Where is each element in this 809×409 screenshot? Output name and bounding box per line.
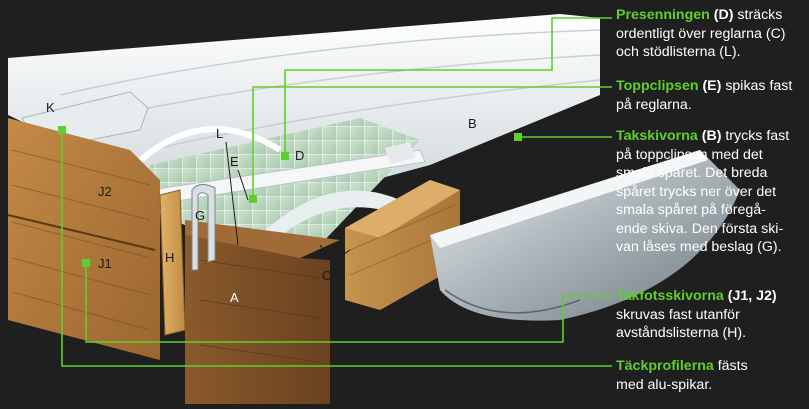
callout-code: (E) — [702, 78, 722, 94]
callout-line: med alu-spikar. — [616, 376, 713, 393]
callout-line: på toppclipsen med det — [616, 146, 763, 163]
batten-c-top — [345, 180, 460, 238]
wood-grain-j — [11, 149, 151, 331]
label-j1: J1 — [98, 256, 112, 271]
callout-toppclipsen: Toppclipsen (E) spikas fast på reglarna. — [616, 77, 806, 114]
callout-line: smala spåret på föregå- — [616, 202, 766, 218]
spacer-lath-h — [159, 189, 186, 336]
bracket-g — [191, 184, 216, 271]
fascia-split — [7, 214, 156, 251]
callout-line: på reglarna. — [616, 96, 692, 113]
callout-line: avståndslisterna (H). — [616, 325, 747, 341]
callout-presenningen: Presenningen (D) sträcks ordentligt över… — [616, 6, 806, 62]
leader-lines — [61, 17, 612, 367]
callout-line: fästs — [713, 358, 748, 374]
callout-line: ende skiva. Den första ski- — [616, 220, 784, 237]
label-b: B — [468, 116, 477, 131]
clip-end — [385, 142, 415, 164]
callout-code: (B) — [701, 128, 722, 144]
callout-tackprofilerna: Täckprofilerna fästs med alu-spikar. — [616, 357, 806, 394]
fascia-board-j — [8, 118, 160, 360]
callout-takskivorna: Takskivorna (B) trycks fast på toppclips… — [616, 127, 806, 257]
label-c: C — [322, 268, 331, 283]
label-d: D — [295, 148, 304, 163]
wood-grain-a — [199, 259, 321, 363]
sheet-arch-2 — [260, 190, 400, 245]
rafter-a-top — [185, 220, 340, 258]
callout-line: van låses med beslag (G). — [616, 239, 782, 255]
label-h: H — [165, 250, 174, 265]
label-e: E — [230, 154, 239, 169]
label-a: A — [230, 290, 239, 305]
callout-line: spåret trycks ner över det — [616, 183, 777, 200]
label-j2: J2 — [98, 184, 112, 199]
callout-title: Takskivorna — [616, 128, 698, 144]
label-l: L — [216, 126, 223, 141]
callout-title: Toppclipsen — [616, 78, 699, 94]
gutter-rim — [430, 150, 708, 248]
label-k: K — [46, 100, 55, 115]
gutter — [430, 150, 740, 321]
callout-title: Takfotsskivorna — [616, 288, 724, 304]
leader-dots — [58, 126, 522, 267]
callout-title: Täckprofilerna — [616, 358, 714, 374]
callout-line: trycks fast — [721, 128, 790, 144]
callout-line: ordentligt över reglarna (C) — [616, 25, 786, 42]
callout-line: spikas fast — [721, 78, 793, 94]
gutter-edge — [444, 289, 581, 314]
callout-line: och stödlisterna (L). — [616, 44, 741, 60]
callout-code: (J1, J2) — [727, 288, 777, 304]
callout-line: smala spåret. Det breda — [616, 165, 768, 181]
callout-title: Presenningen — [616, 7, 710, 23]
rafter-a — [185, 235, 330, 404]
callout-line: sträcks — [733, 7, 783, 23]
callout-takfotsskivorna: Takfotsskivorna (J1, J2) skruvas fast ut… — [616, 287, 806, 343]
callout-code: (D) — [713, 7, 734, 23]
roof-sheet-b — [8, 14, 600, 200]
pointer-lines — [225, 141, 351, 261]
callout-line: skruvas fast utanför — [616, 306, 740, 323]
label-g: G — [195, 208, 205, 223]
sheet-arch-1 — [127, 126, 282, 173]
